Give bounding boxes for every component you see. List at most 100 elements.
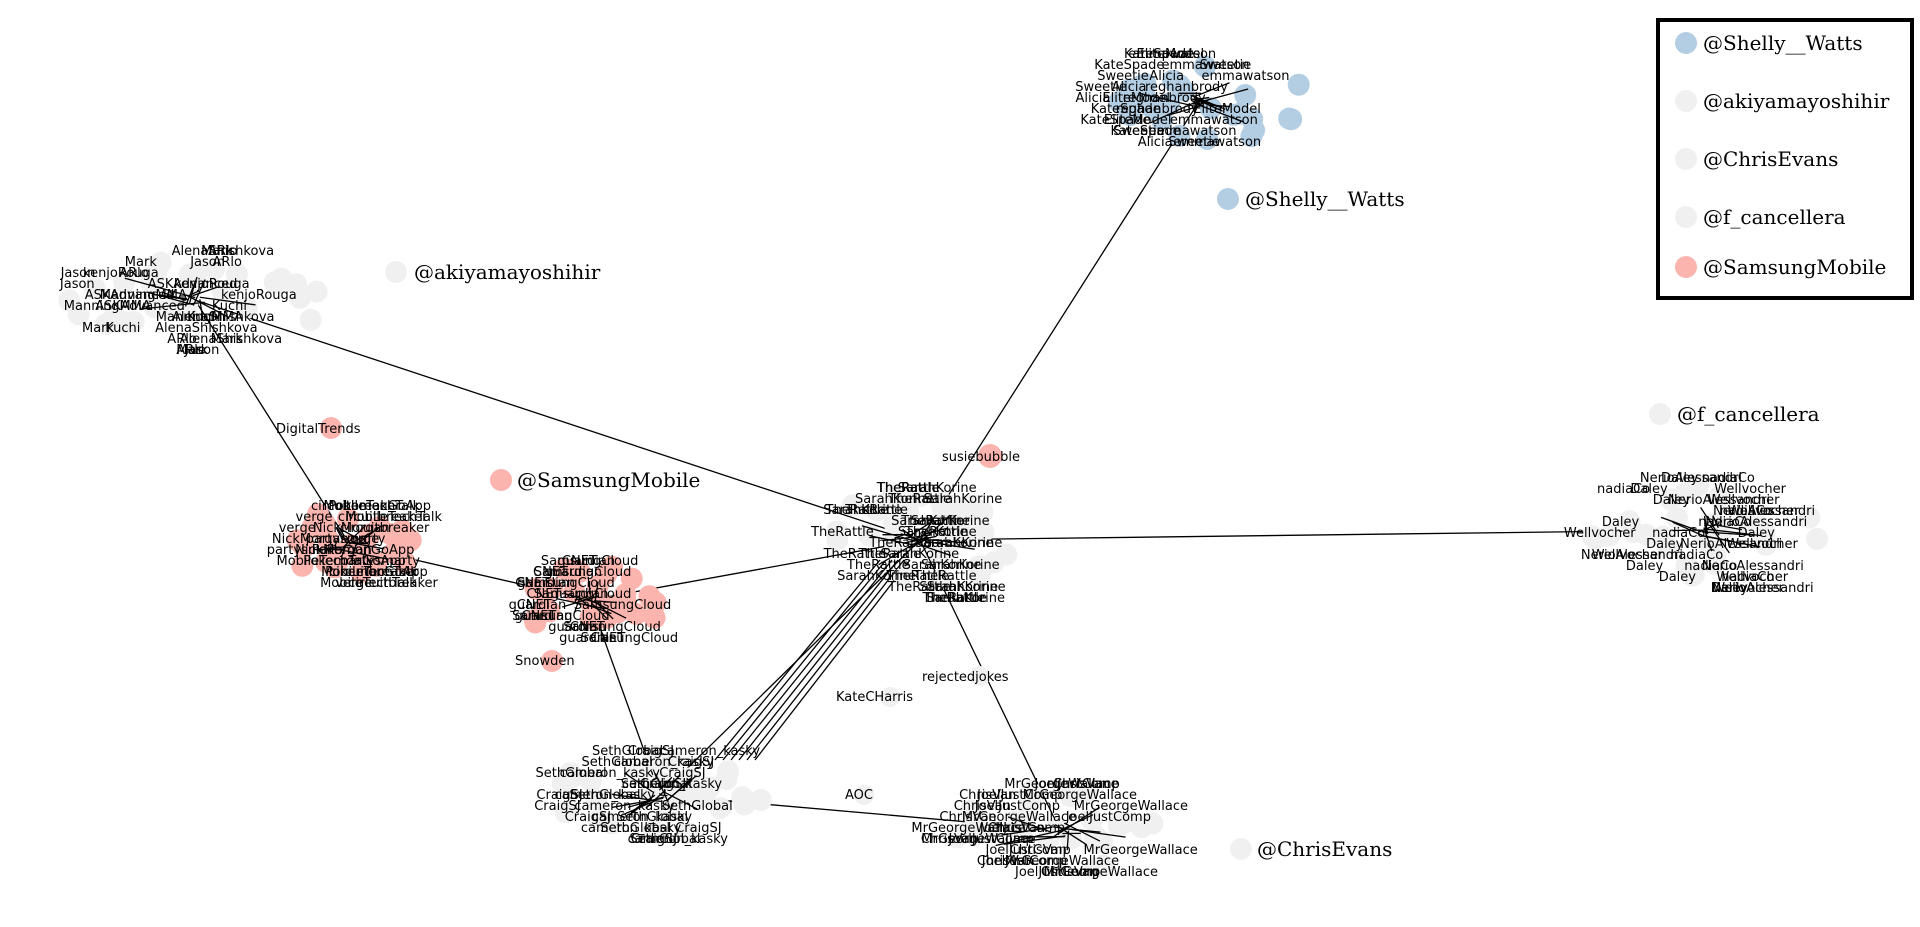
cluster-node: [660, 749, 683, 772]
cluster-node-label: ASKAdvanced: [148, 277, 238, 292]
cluster-node: [305, 280, 328, 303]
cluster-node-label: guardian: [559, 631, 617, 646]
cluster-node: [677, 822, 700, 845]
cluster-node-label: ARlo: [119, 266, 149, 281]
cluster-node-label: MobileTechTalk: [277, 554, 374, 569]
cluster-node-label: cameron_kasky: [574, 799, 675, 814]
cluster-node-label: MrGeorgeWallace: [1074, 799, 1188, 814]
cluster-node-label: verge: [279, 521, 316, 536]
svg-text:rejectedjokes: rejectedjokes: [922, 670, 1009, 685]
cluster-node-label: SarahKorine: [903, 558, 982, 573]
cluster-node-label: KateSpade: [1094, 58, 1164, 73]
cluster-edge: [338, 527, 360, 540]
cluster-node: [642, 819, 665, 842]
cluster-node: [961, 494, 984, 517]
cluster-node-label: TheRattle: [810, 525, 874, 540]
cluster-edge: [1139, 92, 1196, 108]
cluster-node-label: Jason: [184, 343, 220, 358]
cluster-node-label: JoelJustComp: [1065, 810, 1151, 825]
cluster-node: [551, 772, 574, 795]
cluster-node-label: JoelJustComp: [974, 799, 1060, 814]
cluster-node: [392, 534, 415, 557]
cluster-node-label: NerioAlessandri: [1705, 515, 1807, 530]
cluster-node: [976, 822, 999, 845]
cluster-node-label: SethGlobal: [592, 744, 663, 759]
cluster-node: [1651, 525, 1674, 548]
cluster-node-label: ChrisVan: [959, 788, 1016, 803]
cluster-edge: [1052, 826, 1126, 838]
edge-bundle: [738, 559, 899, 761]
cluster-node-label: EliteModel: [1193, 102, 1261, 117]
cluster-edge: [185, 294, 230, 318]
cluster-bottomL: [551, 745, 772, 845]
cluster-node-label: TheRattle: [900, 514, 964, 529]
cluster-node: [113, 271, 136, 294]
cluster-node-label: verge: [296, 510, 333, 525]
cluster-edge: [562, 595, 599, 608]
cluster-edge: [1166, 104, 1204, 117]
cluster-node-label: KateSpade: [1124, 47, 1194, 62]
cluster-edge: [590, 602, 607, 619]
group-marker-shelly: [1217, 188, 1239, 210]
cluster-node-label: CraigSJ: [565, 810, 611, 825]
cluster-node-label: Sweetie: [1113, 124, 1165, 139]
cluster-node-label: SarahKorine: [926, 591, 1005, 606]
cluster-node: [620, 567, 643, 590]
cluster-edge: [1703, 515, 1709, 535]
cluster-edge: [192, 279, 206, 306]
cluster-node-label: MrGeorgeWallace: [921, 832, 1035, 847]
cluster-node-label: ChrisVan: [1010, 843, 1067, 858]
cluster-node-label: guardian: [517, 576, 575, 591]
cluster-node: [202, 258, 225, 281]
cluster-node-label: Mark: [125, 255, 158, 270]
cluster-node-label: ChrisVan: [939, 810, 996, 825]
cluster-node: [1084, 857, 1107, 880]
legend-item-shelly: @Shelly__Watts: [1675, 31, 1863, 55]
cluster-node-label: SamsungCloud: [517, 576, 615, 591]
cluster-node-label: verge: [335, 576, 372, 591]
cluster-edge: [556, 598, 596, 608]
node-rejectedjokes: rejectedjokes: [922, 666, 1009, 686]
cluster-node: [299, 308, 322, 331]
cluster-node-label: CraigSJ: [536, 788, 582, 803]
cluster-edge: [654, 773, 669, 802]
cluster-edge: [348, 528, 379, 546]
cluster-node: [1080, 808, 1103, 831]
cluster-node: [1141, 812, 1164, 835]
cluster-node: [1635, 523, 1658, 546]
svg-text:@f_cancellera: @f_cancellera: [1677, 402, 1820, 426]
cluster-node-label: SamsungCloud: [574, 598, 672, 613]
cluster-layer: [58, 55, 1829, 880]
cluster-edge: [594, 581, 599, 603]
cluster-node-label: circuitbreaker: [338, 510, 428, 525]
cluster-node: [523, 609, 546, 631]
cluster-node: [595, 562, 618, 585]
cluster-edge: [564, 593, 600, 605]
cluster-node-label: PokemonGoApp: [325, 565, 428, 580]
cluster-node-label: SethGlobal: [569, 788, 640, 803]
group-marker-cancellera: [1649, 403, 1671, 425]
cluster-node-label: Daley: [1661, 471, 1699, 486]
cluster-node-label: ARlo: [167, 332, 197, 347]
cluster-node-label: guardian: [544, 565, 602, 580]
cluster-node: [1681, 564, 1704, 587]
cluster-node-label: cameron_kasky: [555, 788, 656, 803]
cluster-node-label: ChrisVan: [988, 821, 1045, 836]
cluster-node: [650, 771, 672, 794]
cluster-node-label: Wellvocher: [1714, 482, 1786, 497]
cluster-node-label: circuitbreaker: [329, 565, 419, 580]
cluster-node: [644, 591, 667, 614]
cluster-edge: [1701, 535, 1761, 548]
cluster-node: [1119, 104, 1141, 126]
cluster-node-label: SethGlobal: [662, 799, 733, 814]
cluster-node-label: SamsungCloud: [534, 587, 632, 602]
cluster-node: [554, 801, 577, 824]
cluster-akiyama: [58, 251, 328, 335]
cluster-node-label: partysmarty: [340, 554, 420, 569]
cluster-node-label: PokemonGoApp: [328, 499, 431, 514]
cluster-node-label: AlenaShishkova: [172, 310, 275, 325]
cluster-edge: [909, 519, 935, 537]
svg-text:@SamsungMobile: @SamsungMobile: [517, 468, 700, 492]
edge-akiyama-samsung1: [194, 299, 351, 546]
